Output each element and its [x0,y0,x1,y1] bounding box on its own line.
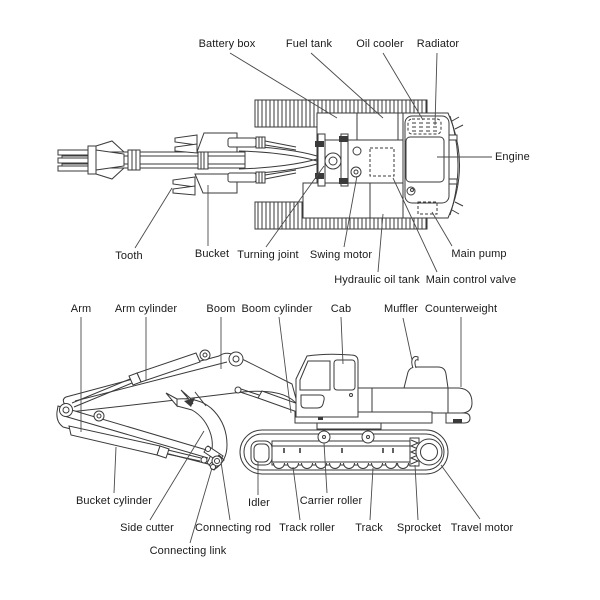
label-tooth: Tooth [115,250,143,262]
leader-lines [80,52,492,544]
label-battery-box: Battery box [198,38,256,50]
label-connecting-link: Connecting link [149,545,227,557]
main-control-valve-box [369,147,395,177]
swing-motor-part [350,166,362,178]
engine-panel [405,136,445,183]
counterweight-arc [449,115,459,216]
label-idler: Idler [248,497,270,509]
label-counterweight: Counterweight [424,303,498,315]
label-boom-cylinder: Boom cylinder [241,303,313,315]
label-main-control-valve: Main control valve [425,274,517,286]
boom-part [62,352,299,413]
label-boom: Boom [206,303,236,315]
label-main-pump: Main pump [451,248,507,260]
label-hydraulic-oil-tank: Hydraulic oil tank [334,274,420,286]
label-arm: Arm [70,303,92,315]
top-view-drawing [57,99,464,230]
cab-part [295,353,359,418]
radiator-box [407,118,442,135]
label-track-roller: Track roller [279,522,335,534]
travel-motor-part [415,438,443,466]
label-arm-cylinder: Arm cylinder [114,303,178,315]
side-view-drawing [56,349,473,475]
bucket-teeth [165,392,178,408]
label-travel-motor: Travel motor [450,522,514,534]
label-radiator: Radiator [416,38,460,50]
label-cab: Cab [330,303,352,315]
main-pump-box [417,201,438,215]
label-track: Track [355,522,383,534]
bucket-plan-lower [194,173,238,194]
counterweight-part [447,387,473,414]
label-carrier-roller: Carrier roller [299,495,363,507]
bucket-plan-upper [196,132,238,153]
label-bucket-cylinder: Bucket cylinder [75,495,153,507]
label-sprocket: Sprocket [396,522,442,534]
label-muffler: Muffler [383,303,419,315]
idler-part [250,440,273,466]
track-rollers [273,462,409,469]
label-swing-motor: Swing motor [309,249,373,261]
label-fuel-tank: Fuel tank [285,38,333,50]
label-connecting-rod: Connecting rod [194,522,272,534]
turning-joint-part [324,152,342,170]
label-bucket: Bucket [194,248,230,260]
label-engine: Engine [495,151,530,163]
muffler-part [403,366,449,389]
label-turning-joint: Turning joint [237,249,299,261]
label-oil-cooler: Oil cooler [356,38,404,50]
label-side-cutter: Side cutter [120,522,174,534]
carrier-roller-part [317,430,331,444]
oil-filler [406,186,416,196]
